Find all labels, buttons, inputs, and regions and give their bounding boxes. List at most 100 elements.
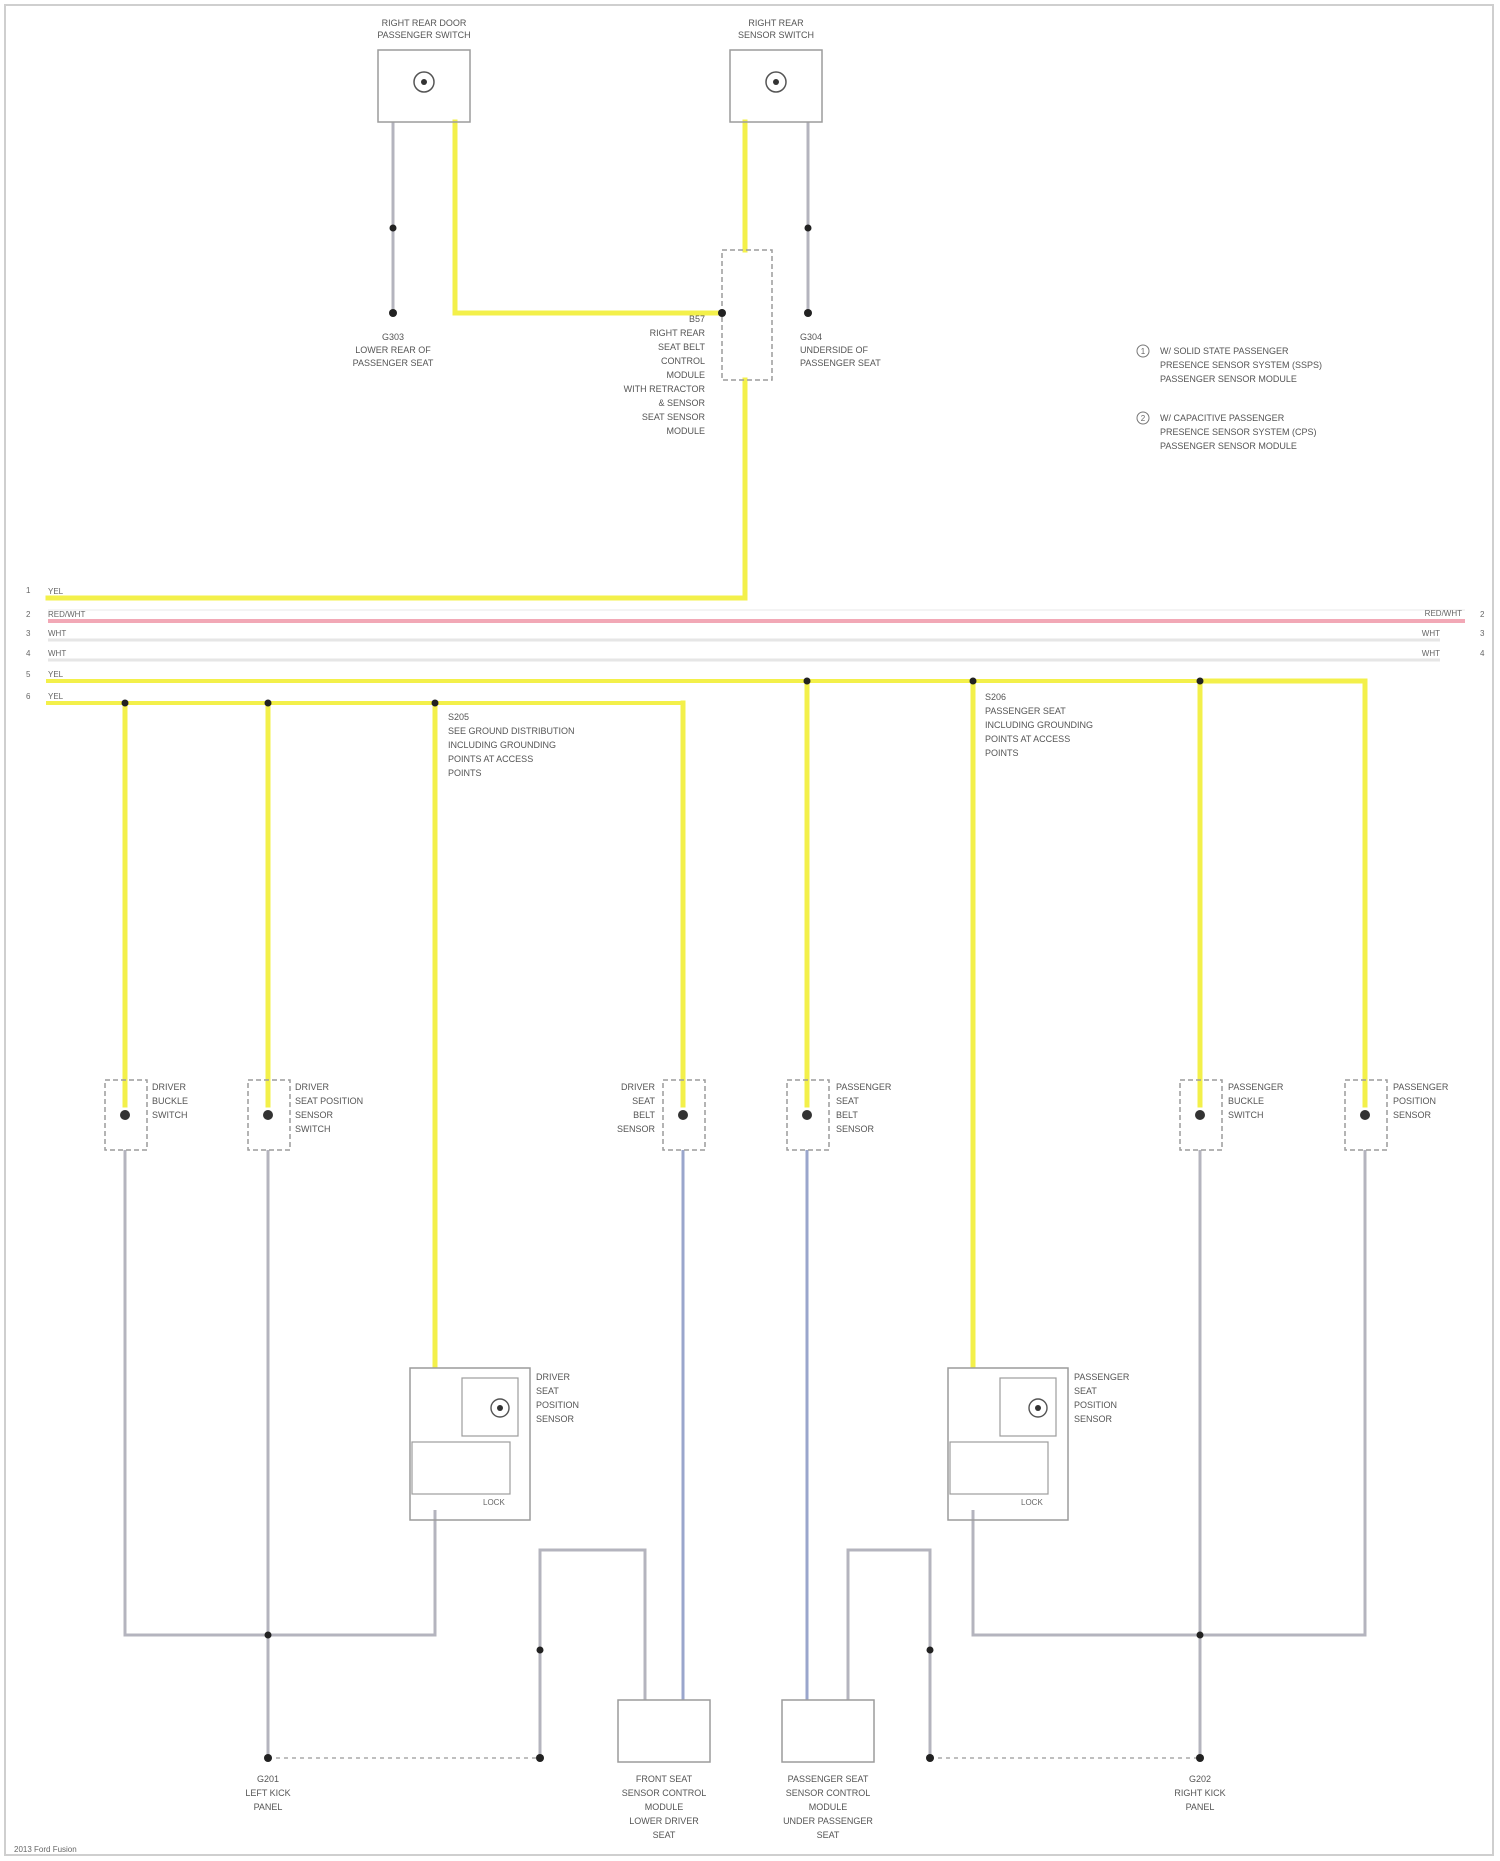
lower-1-code: LOCK: [483, 1498, 505, 1507]
middle-6-line-1: PASSENGER: [1393, 1082, 1449, 1092]
top-switch-left-label-1: RIGHT REAR DOOR: [382, 18, 467, 28]
wire-gray-left-loop: [125, 1150, 435, 1635]
top-switch-right-label-2: SENSOR SWITCH: [738, 30, 814, 40]
bottom-2-line-5: SEAT: [817, 1830, 840, 1840]
middle-5-line-2: BUCKLE: [1228, 1096, 1264, 1106]
note-1-line-3: PASSENGER SENSOR MODULE: [1160, 374, 1297, 384]
junction-dot-2: [265, 700, 272, 707]
bus-pin-2: 2: [26, 610, 31, 619]
lower-component-2: [948, 1368, 1068, 1520]
middle-4-line-1: PASSENGER: [836, 1082, 892, 1092]
splice-2-line-5: POINTS: [985, 748, 1019, 758]
lower-2-line-2: SEAT: [1074, 1386, 1097, 1396]
top-switch-right: [730, 50, 822, 122]
splice-2-line-2: PASSENGER SEAT: [985, 706, 1066, 716]
splice-dot-top-2: [805, 225, 812, 232]
note-2-line-1: W/ CAPACITIVE PASSENGER: [1160, 413, 1285, 423]
middle-1-line-3: SWITCH: [152, 1110, 188, 1120]
middle-3-line-1: DRIVER: [621, 1082, 656, 1092]
note-2-icon-label: 2: [1141, 414, 1146, 423]
ground-top-2-label-2: UNDERSIDE OF: [800, 345, 869, 355]
bus-pin-6: 6: [26, 692, 31, 701]
lower-component-1: [410, 1368, 530, 1520]
ground-dot-bottom-1: [264, 1754, 272, 1762]
bus-right-label-3: WHT: [1422, 629, 1440, 638]
top-module-label-8: SEAT SENSOR: [642, 412, 706, 422]
ground-dot-top-1: [389, 309, 397, 317]
ground-dot-bottom-4: [1196, 1754, 1204, 1762]
wire-gray-right-loop: [973, 1150, 1365, 1635]
top-switch-left: [378, 50, 470, 122]
splice-1-line-2: SEE GROUND DISTRIBUTION: [448, 726, 575, 736]
lower-1-line-4: SENSOR: [536, 1414, 575, 1424]
bottom-2-line-3: MODULE: [809, 1802, 848, 1812]
bus-pin-4: 4: [26, 649, 31, 658]
ground-top-1-label-2: LOWER REAR OF: [355, 345, 431, 355]
bus-label-2: RED/WHT: [48, 610, 85, 619]
ground-bottom-2-line-1: G202: [1189, 1774, 1211, 1784]
bus-right-label-2: RED/WHT: [1425, 609, 1462, 618]
middle-4-line-3: BELT: [836, 1110, 858, 1120]
ground-node-1: [265, 1632, 272, 1639]
splice-2-line-3: INCLUDING GROUNDING: [985, 720, 1093, 730]
middle-1-line-1: DRIVER: [152, 1082, 187, 1092]
lower-1-line-1: DRIVER: [536, 1372, 571, 1382]
bottom-1-line-1: FRONT SEAT: [636, 1774, 693, 1784]
splice-2-line-1: S206: [985, 692, 1006, 702]
middle-5-line-1: PASSENGER: [1228, 1082, 1284, 1092]
ground-dot-bottom-2: [536, 1754, 544, 1762]
lower-2-line-4: SENSOR: [1074, 1414, 1113, 1424]
bottom-1-line-3: MODULE: [645, 1802, 684, 1812]
lower-2-line-1: PASSENGER: [1074, 1372, 1130, 1382]
top-module-label-4: CONTROL: [661, 356, 705, 366]
wire-yellow-drop-8: [1200, 681, 1365, 1105]
ground-top-1-label-3: PASSENGER SEAT: [353, 358, 434, 368]
bottom-2-line-2: SENSOR CONTROL: [786, 1788, 871, 1798]
middle-6-line-3: SENSOR: [1393, 1110, 1432, 1120]
ground-bottom-2-line-3: PANEL: [1186, 1802, 1215, 1812]
bus-pin-5: 5: [26, 670, 31, 679]
bus-label-1: YEL: [48, 587, 64, 596]
ground-node-4: [1197, 1632, 1204, 1639]
splice-2-line-4: POINTS AT ACCESS: [985, 734, 1070, 744]
middle-4-line-2: SEAT: [836, 1096, 859, 1106]
bottom-module-2: [782, 1700, 874, 1762]
bus-label-3: WHT: [48, 629, 66, 638]
bus-right-label-4: WHT: [1422, 649, 1440, 658]
top-module-label-9: MODULE: [666, 426, 705, 436]
ground-top-2-label-1: G304: [800, 332, 822, 342]
middle-5-line-3: SWITCH: [1228, 1110, 1264, 1120]
junction-dot-1: [122, 700, 129, 707]
middle-3-line-2: SEAT: [632, 1096, 655, 1106]
ground-bottom-1-line-1: G201: [257, 1774, 279, 1784]
top-switch-left-label-2: PASSENGER SWITCH: [377, 30, 470, 40]
ground-node-3: [927, 1647, 934, 1654]
bus-label-4: WHT: [48, 649, 66, 658]
bus-label-5: YEL: [48, 670, 64, 679]
middle-6-line-2: POSITION: [1393, 1096, 1436, 1106]
middle-2-line-4: SWITCH: [295, 1124, 331, 1134]
wire-gray-bot-right: [848, 1550, 930, 1758]
bus-right-pin-2: 2: [1480, 610, 1485, 619]
ground-bottom-1-line-3: PANEL: [254, 1802, 283, 1812]
ground-top-1-label-1: G303: [382, 332, 404, 342]
splice-1-line-1: S205: [448, 712, 469, 722]
top-module-label-5: MODULE: [666, 370, 705, 380]
bus-right-pin-4: 4: [1480, 649, 1485, 658]
bottom-2-line-1: PASSENGER SEAT: [788, 1774, 869, 1784]
top-module-label-7: & SENSOR: [658, 398, 705, 408]
middle-3-line-3: BELT: [633, 1110, 655, 1120]
junction-dot-5: [970, 678, 977, 685]
splice-1-line-5: POINTS: [448, 768, 482, 778]
bus-pin-1: 1: [26, 586, 31, 595]
ground-dot-top-2: [804, 309, 812, 317]
ground-dot-bottom-3: [926, 1754, 934, 1762]
note-2-line-3: PASSENGER SENSOR MODULE: [1160, 441, 1297, 451]
middle-2-line-2: SEAT POSITION: [295, 1096, 363, 1106]
bottom-2-line-4: UNDER PASSENGER: [783, 1816, 873, 1826]
lower-1-line-2: SEAT: [536, 1386, 559, 1396]
bottom-module-1: [618, 1700, 710, 1762]
top-module-label-6: WITH RETRACTOR: [624, 384, 706, 394]
wire-gray-bot-left: [540, 1550, 645, 1758]
